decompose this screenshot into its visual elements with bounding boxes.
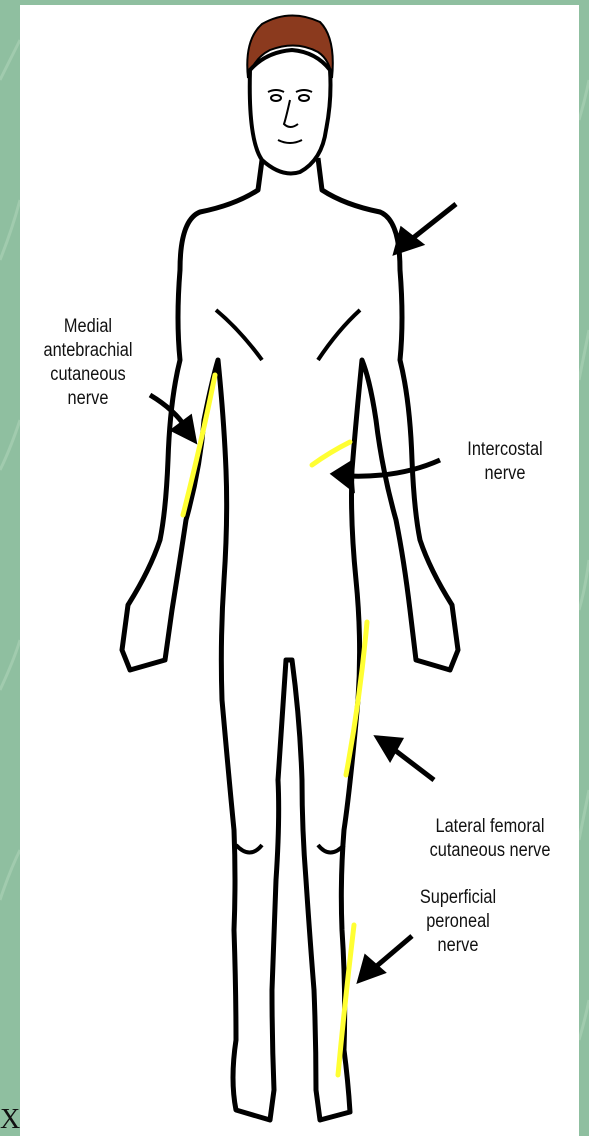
head xyxy=(250,50,331,174)
shoulder-arrow-icon xyxy=(396,204,456,252)
intercostal-nerve-label: Intercostal nerve xyxy=(449,438,561,486)
label-line: cutaneous xyxy=(28,363,148,387)
label-line: antebrachial xyxy=(28,339,148,363)
slide-footer-text: X xyxy=(0,1104,20,1136)
intercostal-nerve-highlight xyxy=(312,442,350,465)
label-line: Superficial xyxy=(406,886,509,910)
medial-antebrachial-nerve-label: Medial antebrachial cutaneous nerve xyxy=(28,315,148,411)
lateral-femoral-nerve-highlight xyxy=(346,622,367,775)
lateral-femoral-arrow-icon xyxy=(378,738,434,780)
lateral-femoral-nerve-label: Lateral femoral cutaneous nerve xyxy=(413,815,568,863)
superficial-peroneal-nerve-label: Superficial peroneal nerve xyxy=(406,886,509,958)
label-line: Intercostal xyxy=(449,438,561,462)
superficial-peroneal-arrow-icon xyxy=(360,936,412,980)
label-line: Lateral femoral xyxy=(413,815,568,839)
label-line: nerve xyxy=(28,387,148,411)
label-line: Medial xyxy=(28,315,148,339)
medial-antebrachial-nerve-highlight xyxy=(183,375,215,515)
body-outline xyxy=(122,158,458,1120)
label-line: cutaneous nerve xyxy=(413,839,568,863)
label-line: nerve xyxy=(449,462,561,486)
label-line: peroneal xyxy=(406,910,509,934)
label-line: nerve xyxy=(406,934,509,958)
